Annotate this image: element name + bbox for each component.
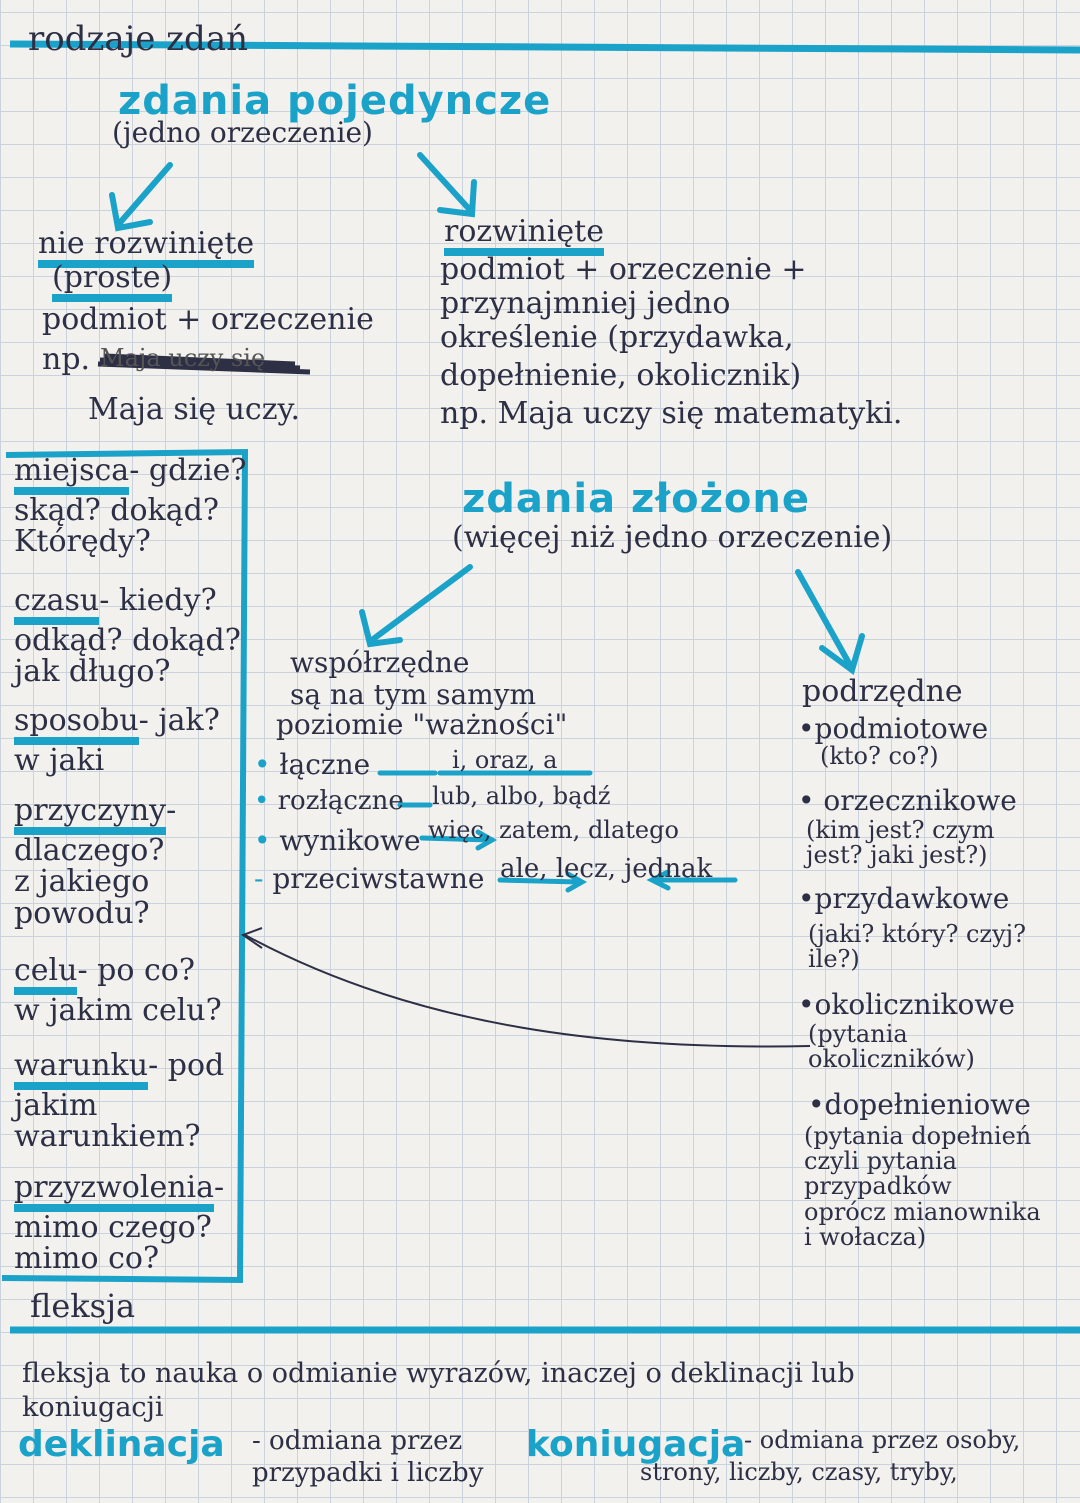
non-expanded-subtitle: (proste) <box>52 262 173 302</box>
coordinate-type-laczne: • łączne <box>254 748 371 781</box>
non-expanded-example-prefix: np. <box>42 342 91 377</box>
connector-arrows <box>377 770 738 893</box>
expanded-line-2: przynajmniej jedno <box>440 286 731 321</box>
simple-sentences-heading: zdania pojedyncze <box>118 78 552 124</box>
flexion-definition-1: fleksja to nauka o odmianie wyrazów, ina… <box>22 1358 855 1389</box>
adverbial-celu: celu- po co? w jakim celu? <box>14 953 222 1028</box>
non-expanded-example: Maja się uczy. <box>88 392 301 427</box>
adverbial-miejsca: miejsca- gdzie? skąd? dokąd? Którędy? <box>14 453 247 559</box>
conjugation-desc-1: - odmiana przez osoby, <box>744 1426 1021 1454</box>
arrow-compound-right <box>795 569 865 675</box>
compound-sentences-note: (więcej niż jedno orzeczenie) <box>452 520 893 555</box>
page-title: rodzaje zdań <box>28 19 248 59</box>
subordinate-przydawkowe-desc: (jaki? który? czyj? ile?) <box>808 920 1026 974</box>
subordinate-okolicznikowe-desc: (pytania okoliczników) <box>808 1020 975 1074</box>
coordinate-desc-1: są na tym samym <box>290 678 537 711</box>
arrow-simple-left <box>109 162 173 232</box>
coordinate-type-rozlaczne: • rozłączne <box>254 786 404 816</box>
declension-desc-1: - odmiana przez <box>252 1426 463 1456</box>
arrow-compound-left <box>359 564 473 648</box>
expanded-example: np. Maja uczy się matematyki. <box>440 396 903 431</box>
flexion-heading: fleksja <box>30 1287 136 1325</box>
arrow-simple-right <box>417 152 477 218</box>
arrow-okolicznikowe-to-box <box>240 927 811 1048</box>
conjugation-term: koniugacja <box>526 1424 746 1465</box>
coordinate-words-rozlaczne: lub, albo, bądź <box>432 782 611 810</box>
coordinate-words-wynikowe: więc, zatem, dlatego <box>428 816 679 844</box>
flexion-definition-2: koniugacji <box>22 1392 164 1423</box>
non-expanded-formula: podmiot + orzeczenie <box>42 302 374 337</box>
subordinate-podmiotowe-desc: (kto? co?) <box>820 742 939 770</box>
coordinate-words-przeciwstawne: ale, lecz, jednak <box>500 854 713 884</box>
adverbial-box <box>1 448 249 1284</box>
declension-desc-2: przypadki i liczby <box>252 1458 484 1488</box>
conjugation-desc-2: strony, liczby, czasy, tryby, <box>640 1458 958 1486</box>
declension-term: deklinacja <box>18 1424 225 1465</box>
adverbial-czasu: czasu- kiedy? odkąd? dokąd? jak długo? <box>14 583 241 689</box>
coordinate-words-laczne: i, oraz, a <box>452 746 558 774</box>
expanded-line-4: dopełnienie, okolicznik) <box>440 358 802 393</box>
simple-sentences-note: (jedno orzeczenie) <box>112 116 373 149</box>
coordinate-type-przeciwstawne: - przeciwstawne <box>254 862 485 895</box>
subordinate-title: podrzędne <box>802 674 963 709</box>
expanded-line-3: określenie (przydawka, <box>440 320 794 355</box>
subordinate-przydawkowe: •przydawkowe <box>798 882 1010 915</box>
coordinate-title: współrzędne <box>290 646 470 679</box>
expanded-line-1: podmiot + orzeczenie + <box>440 252 807 287</box>
non-expanded-title: nie rozwinięte <box>38 228 255 268</box>
subordinate-dopelnieniowe-desc: (pytania dopełnień czyli pytania przypad… <box>804 1122 1041 1251</box>
adverbial-przyzwolenia: przyzwolenia- mimo czego? mimo co? <box>14 1170 225 1276</box>
coordinate-desc-2: poziomie "ważności" <box>276 708 568 741</box>
subordinate-orzecznikowe-desc: (kim jest? czym jest? jaki jest?) <box>806 816 995 870</box>
heading-rule-top <box>9 40 1080 54</box>
adverbial-warunku: warunku- pod jakim warunkiem? <box>14 1048 225 1154</box>
crossed-out-scribble <box>97 353 311 375</box>
subordinate-okolicznikowe: •okolicznikowe <box>798 988 1015 1021</box>
coordinate-type-wynikowe: • wynikowe <box>254 824 421 857</box>
crossed-out-text: Maja uczy się <box>100 344 266 372</box>
subordinate-podmiotowe: •podmiotowe <box>798 712 989 745</box>
adverbial-sposobu: sposobu- jak? w jaki <box>14 703 220 778</box>
adverbial-przyczyny: przyczyny- dlaczego? z jakiego powodu? <box>14 793 177 931</box>
subordinate-dopelnieniowe: •dopełnieniowe <box>808 1088 1031 1121</box>
compound-sentences-heading: zdania złożone <box>462 476 810 522</box>
subordinate-orzecznikowe: • orzecznikowe <box>798 784 1017 817</box>
expanded-title: rozwinięte <box>444 216 604 256</box>
